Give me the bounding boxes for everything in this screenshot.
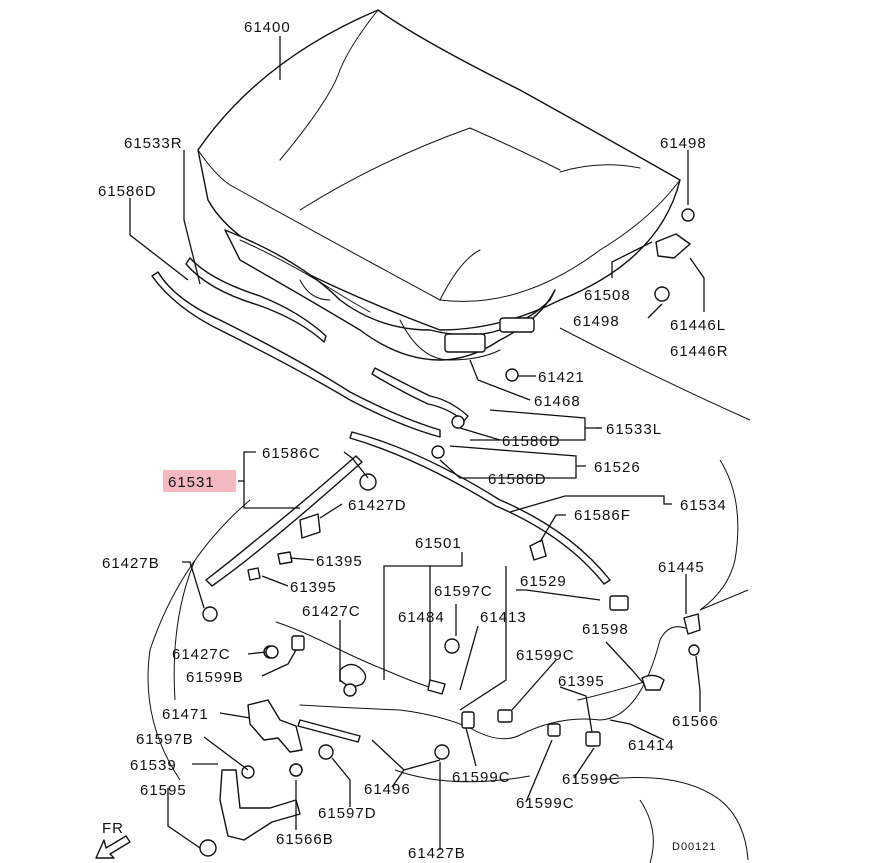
label-61498-mid: 61498 (573, 313, 620, 330)
label-61501: 61501 (415, 535, 462, 552)
hood-seal-strips (151, 257, 611, 585)
label-61498-top: 61498 (660, 135, 707, 152)
label-61586D-top: 61586D (98, 183, 157, 200)
label-61597D: 61597D (318, 805, 377, 822)
label-61597B: 61597B (136, 731, 194, 748)
label-61427B-bot: 61427B (408, 845, 466, 862)
vehicle-outline (147, 327, 751, 863)
label-61586D-low: 61586D (488, 471, 547, 488)
label-61400: 61400 (244, 19, 291, 36)
label-61533R: 61533R (124, 135, 183, 152)
label-61446R: 61446R (670, 343, 729, 360)
diagram-code: D00121 (672, 841, 717, 853)
label-61414: 61414 (628, 737, 675, 754)
label-61427C-left: 61427C (172, 646, 231, 663)
highlight-61531 (163, 470, 236, 492)
label-61566B: 61566B (276, 831, 334, 848)
part-labels: 61400 61533R 61586D 61498 61508 61498 61… (98, 19, 729, 862)
label-61599C-r2: 61599C (562, 771, 621, 788)
label-61599B: 61599B (186, 669, 244, 686)
label-61413: 61413 (480, 609, 527, 626)
label-61598: 61598 (582, 621, 629, 638)
label-61586F: 61586F (574, 507, 631, 524)
weatherstrip-61531 (205, 455, 363, 587)
label-61395-c: 61395 (558, 673, 605, 690)
label-61526: 61526 (594, 459, 641, 476)
hood-panel-61400 (197, 9, 681, 361)
label-61531: 61531 (168, 474, 215, 491)
label-61599C-right: 61599C (516, 647, 575, 664)
label-61445: 61445 (658, 559, 705, 576)
leader-lines (129, 36, 705, 850)
label-61427C-mid: 61427C (302, 603, 361, 620)
label-61427D: 61427D (348, 497, 407, 514)
label-61566: 61566 (672, 713, 719, 730)
label-61446L: 61446L (670, 317, 726, 334)
label-61508: 61508 (584, 287, 631, 304)
label-61534: 61534 (680, 497, 727, 514)
label-61395-a: 61395 (316, 553, 363, 570)
label-61539: 61539 (130, 757, 177, 774)
label-61421: 61421 (538, 369, 585, 386)
label-61533L: 61533L (606, 421, 662, 438)
label-61529: 61529 (520, 573, 567, 590)
label-61599C-bot: 61599C (516, 795, 575, 812)
label-61586C: 61586C (262, 445, 321, 462)
label-61427B-left: 61427B (102, 555, 160, 572)
label-61595: 61595 (140, 782, 187, 799)
label-fr: FR (102, 820, 124, 837)
latch-cable-61413 (275, 621, 691, 743)
label-61471: 61471 (162, 706, 209, 723)
fasteners (202, 208, 701, 777)
label-61484: 61484 (398, 609, 445, 626)
label-61599C-mid: 61599C (452, 769, 511, 786)
label-61586D-mid: 61586D (502, 433, 561, 450)
front-arrow-icon (95, 835, 131, 859)
label-61395-b: 61395 (290, 579, 337, 596)
label-61496: 61496 (364, 781, 411, 798)
label-61597C-top: 61597C (434, 583, 493, 600)
label-61468: 61468 (534, 393, 581, 410)
